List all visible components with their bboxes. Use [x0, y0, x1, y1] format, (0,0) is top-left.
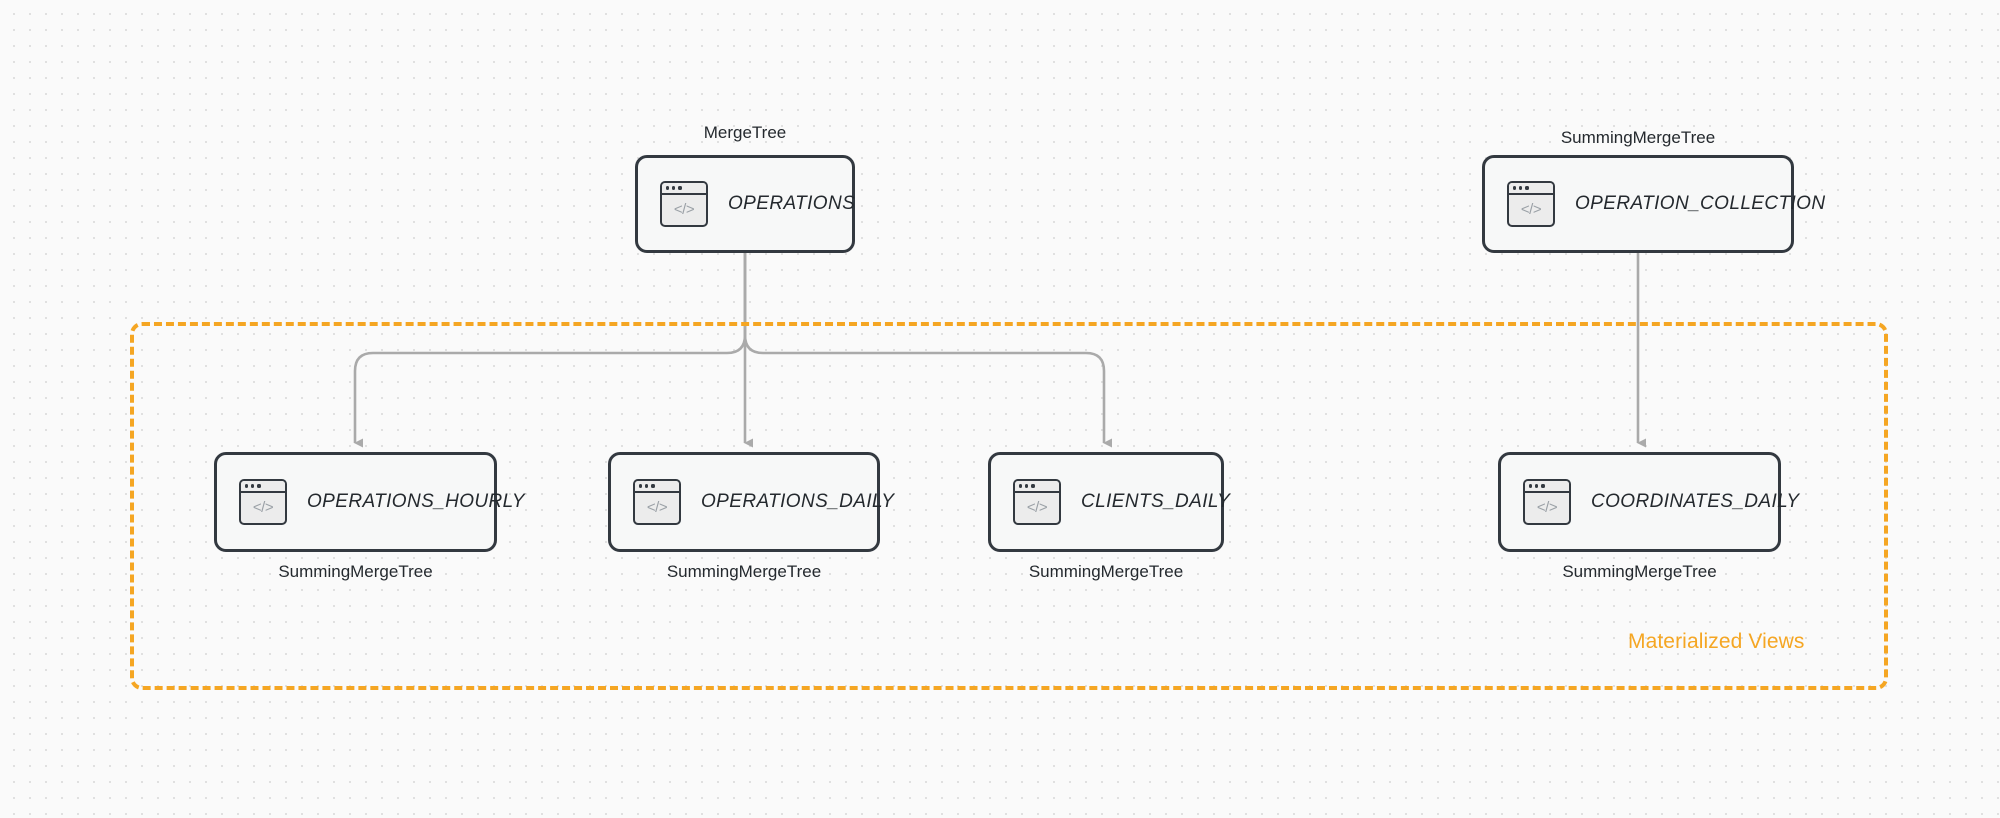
code-window-icon: </> [660, 181, 708, 227]
engine-label-operations_hourly: SummingMergeTree [278, 562, 433, 581]
engine-label-operation_collection: SummingMergeTree [1560, 128, 1716, 147]
window-dot [1019, 484, 1023, 488]
window-dot [666, 186, 670, 190]
window-dot [1525, 186, 1529, 190]
code-glyph: </> [646, 499, 668, 516]
window-titlebar [241, 481, 285, 493]
window-dot [251, 484, 255, 488]
window-titlebar [635, 481, 679, 493]
node-operations[interactable]: </> OPERATIONS [635, 155, 855, 253]
node-label: OPERATIONS_DAILY [701, 491, 895, 512]
window-dot [651, 484, 655, 488]
node-operation_collection[interactable]: </> OPERATION_COLLECTION [1482, 155, 1825, 253]
node-clients_daily[interactable]: </> CLIENTS_DAILY [988, 452, 1230, 552]
window-titlebar [1015, 481, 1059, 493]
code-glyph: </> [1536, 499, 1558, 516]
window-dot [645, 484, 649, 488]
code-window-icon: </> [1523, 479, 1571, 525]
node-label: CLIENTS_DAILY [1081, 491, 1231, 512]
window-dot [1535, 484, 1539, 488]
window-dot [1025, 484, 1029, 488]
window-dot [672, 186, 676, 190]
window-titlebar [1509, 183, 1553, 195]
window-dot [1031, 484, 1035, 488]
node-label: OPERATIONS [728, 193, 856, 214]
node-label: COORDINATES_DAILY [1591, 491, 1800, 512]
window-dot [678, 186, 682, 190]
node-label: OPERATIONS_HOURLY [307, 491, 525, 512]
node-coordinates_daily[interactable]: </> COORDINATES_DAILY [1498, 452, 1799, 552]
engine-label-operations_daily: SummingMergeTree [666, 562, 822, 581]
code-glyph: </> [252, 499, 274, 516]
code-glyph: </> [1520, 201, 1542, 218]
engine-label-operations: MergeTree [703, 123, 787, 142]
engine-label-clients_daily: SummingMergeTree [1028, 562, 1184, 581]
window-dot [1529, 484, 1533, 488]
code-window-icon: </> [1013, 479, 1061, 525]
window-dot [257, 484, 261, 488]
code-window-icon: </> [1507, 181, 1555, 227]
code-glyph: </> [673, 201, 695, 218]
window-dot [639, 484, 643, 488]
code-glyph: </> [1026, 499, 1048, 516]
code-window-icon: </> [633, 479, 681, 525]
window-dot [245, 484, 249, 488]
node-operations_hourly[interactable]: </> OPERATIONS_HOURLY [214, 452, 525, 552]
window-dot [1519, 186, 1523, 190]
materialized-views-group [130, 322, 1888, 690]
code-window-icon: </> [239, 479, 287, 525]
node-operations_daily[interactable]: </> OPERATIONS_DAILY [608, 452, 894, 552]
window-dot [1541, 484, 1545, 488]
window-titlebar [662, 183, 706, 195]
engine-label-coordinates_daily: SummingMergeTree [1562, 562, 1717, 581]
materialized-views-caption: Materialized Views [1628, 630, 1805, 653]
window-titlebar [1525, 481, 1569, 493]
node-label: OPERATION_COLLECTION [1575, 193, 1826, 214]
window-dot [1513, 186, 1517, 190]
